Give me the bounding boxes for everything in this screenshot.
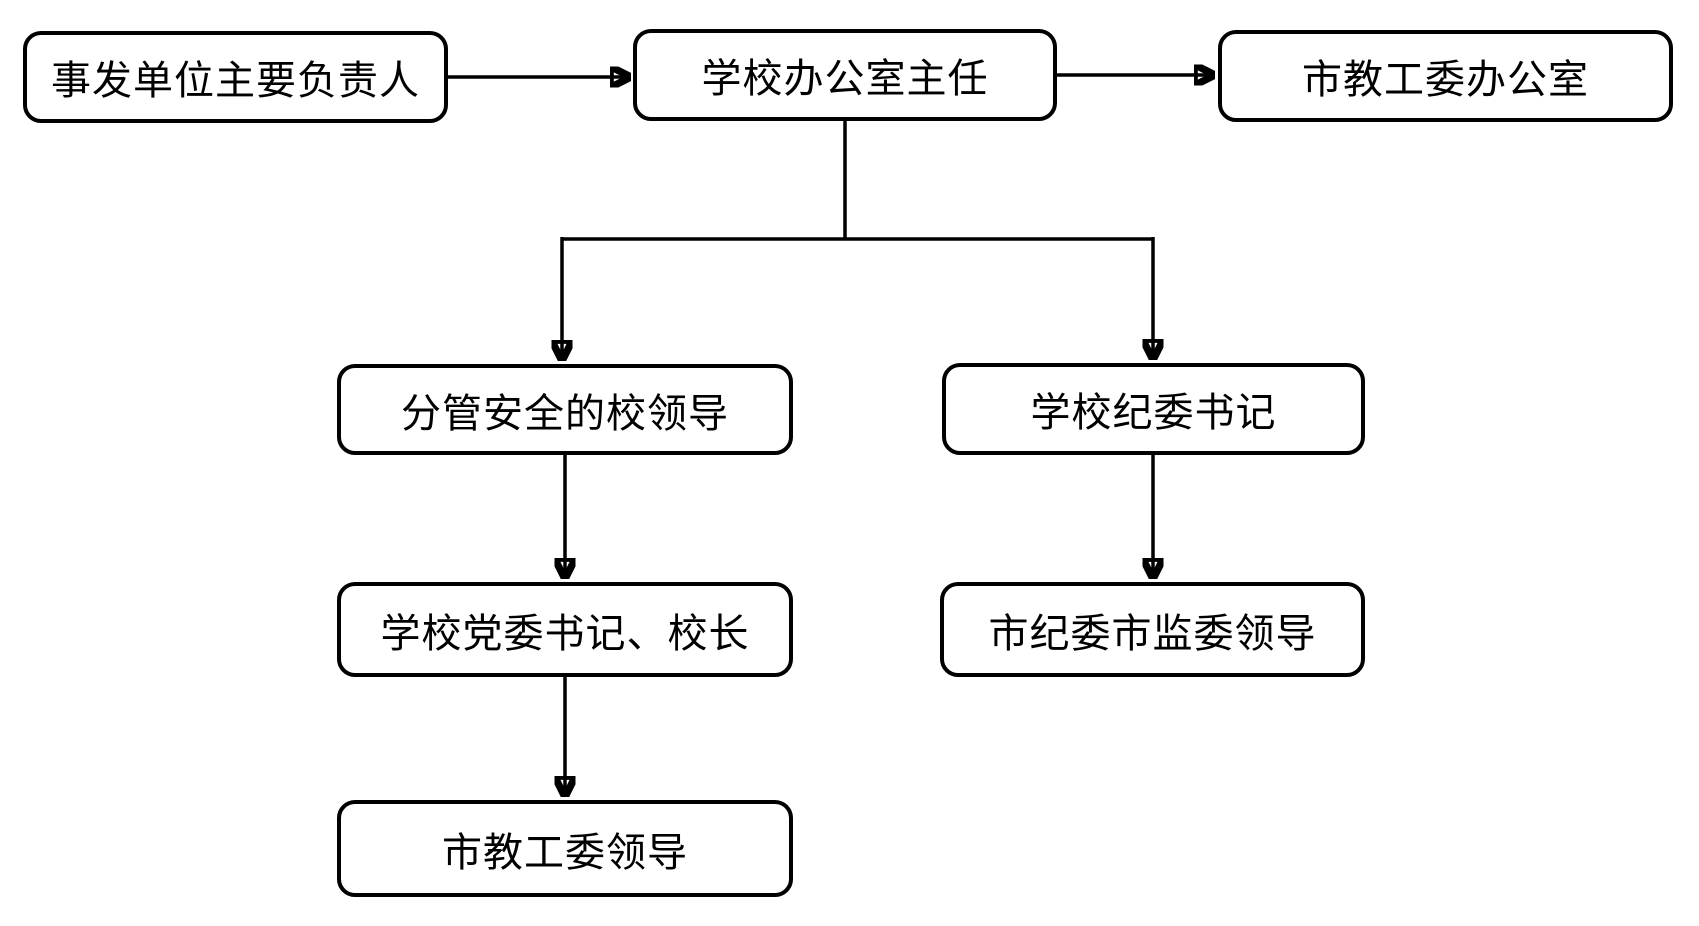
node-school-leader-in-charge-of-safety: 分管安全的校领导	[337, 364, 793, 455]
node-school-discipline-committee-secretary: 学校纪委书记	[942, 363, 1365, 455]
node-city-discipline-supervision-leaders: 市纪委市监委领导	[940, 582, 1365, 677]
node-city-edu-work-committee-leaders: 市教工委领导	[337, 800, 793, 897]
node-city-edu-work-committee-office: 市教工委办公室	[1218, 30, 1673, 122]
node-incident-unit-head: 事发单位主要负责人	[23, 31, 448, 123]
node-school-office-director: 学校办公室主任	[633, 29, 1057, 121]
node-school-party-secretary-and-principal: 学校党委书记、校长	[337, 582, 793, 677]
